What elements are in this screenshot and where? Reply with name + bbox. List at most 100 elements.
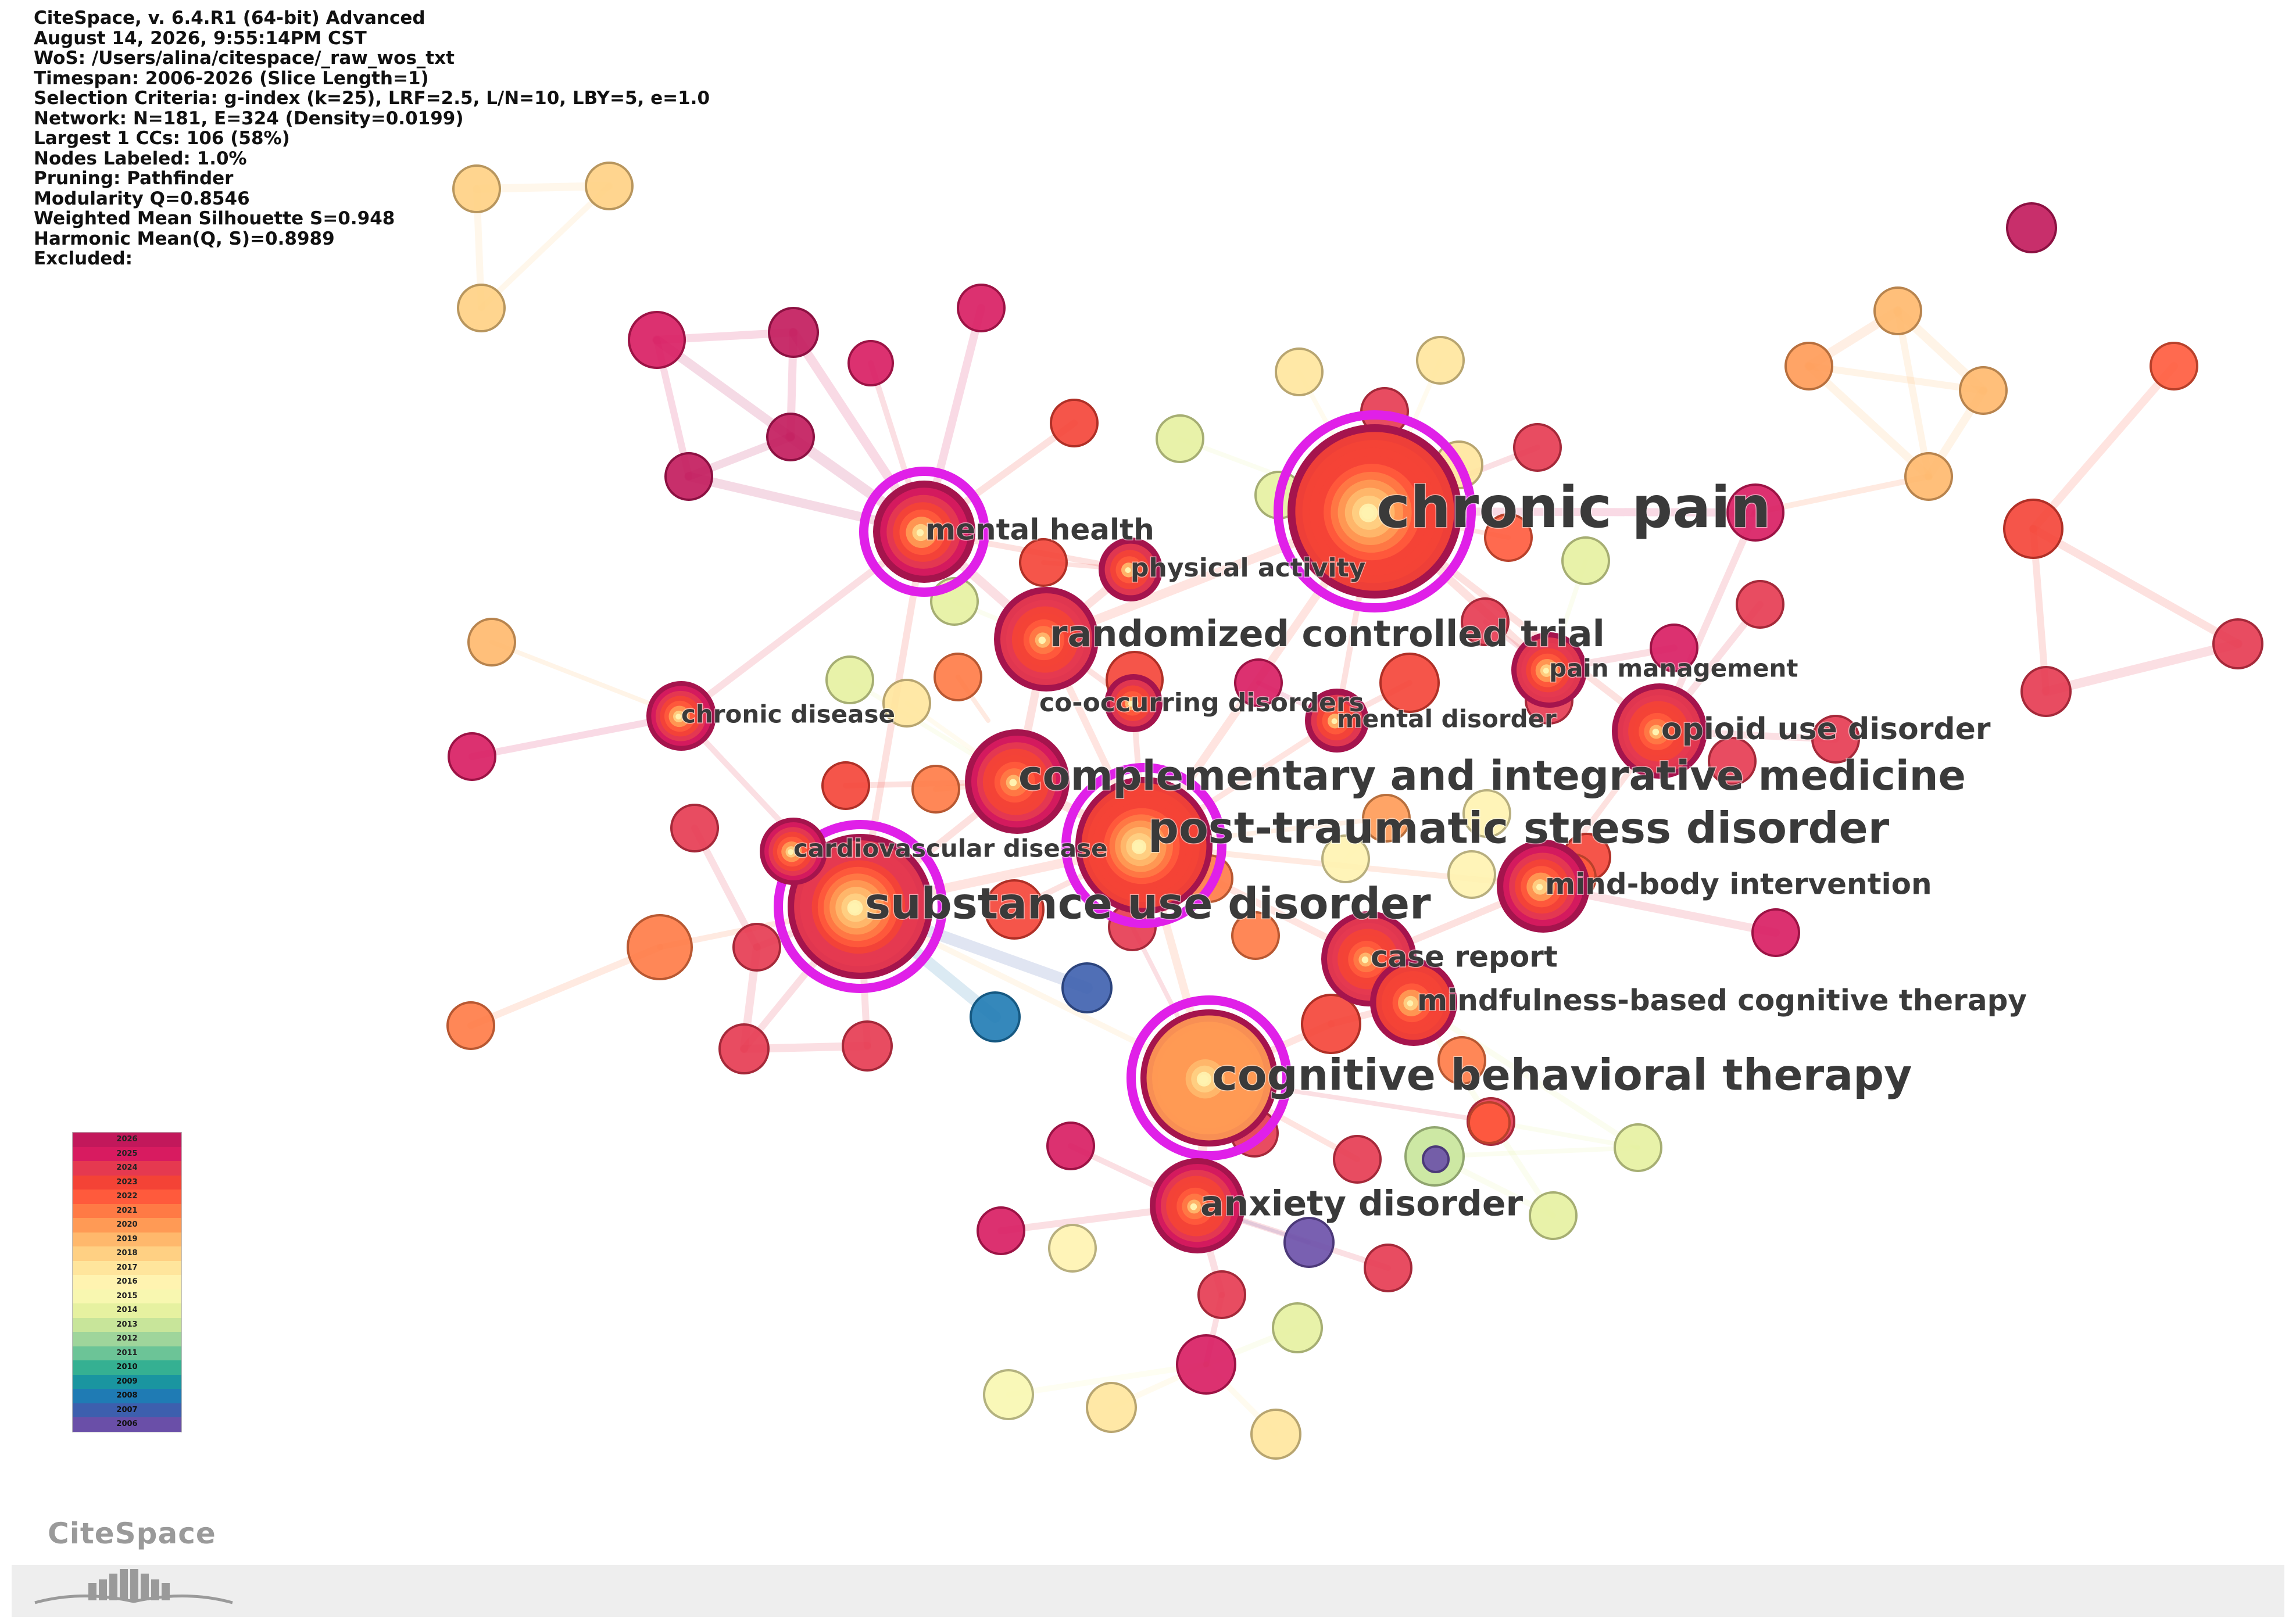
network-node[interactable] xyxy=(983,1369,1034,1420)
network-node[interactable] xyxy=(457,284,506,332)
network-node[interactable] xyxy=(448,732,496,781)
network-node[interactable] xyxy=(1046,1122,1095,1170)
node-cognitive-behavioral-therapy[interactable] xyxy=(1126,995,1292,1160)
network-node[interactable] xyxy=(1061,962,1113,1013)
network-node[interactable] xyxy=(934,653,982,701)
node-chronic-disease[interactable] xyxy=(646,681,716,751)
network-node[interactable] xyxy=(970,991,1021,1042)
network-node[interactable] xyxy=(1176,1334,1236,1395)
network-node[interactable] xyxy=(2150,342,2198,390)
network-node[interactable] xyxy=(1416,336,1465,385)
network-node[interactable] xyxy=(1437,1036,1486,1085)
network-node[interactable] xyxy=(1708,737,1757,786)
network-node[interactable] xyxy=(1272,1302,1323,1353)
network-node[interactable] xyxy=(670,804,719,852)
network-node[interactable] xyxy=(957,284,1006,332)
network-node[interactable] xyxy=(1751,908,1800,957)
network-node[interactable] xyxy=(768,307,819,358)
label-co-occurring-disorders[interactable]: co-occurring disorders xyxy=(1039,687,1365,719)
network-node[interactable] xyxy=(1873,286,1922,335)
label-post-traumatic-stress-disorder[interactable]: post-traumatic stress disorder xyxy=(1147,802,1891,854)
network-node[interactable] xyxy=(1234,658,1283,707)
network-node[interactable] xyxy=(977,1206,1025,1255)
network-node[interactable] xyxy=(627,914,693,980)
network-node[interactable] xyxy=(1561,536,1610,585)
network-node[interactable] xyxy=(1283,1217,1335,1268)
node-randomized-controlled-trial[interactable] xyxy=(994,587,1099,692)
network-node[interactable] xyxy=(1050,399,1099,447)
node-cardiovascular-disease[interactable] xyxy=(760,818,827,885)
network-node[interactable] xyxy=(1484,513,1533,562)
network-node[interactable] xyxy=(2003,499,2063,559)
network-node[interactable] xyxy=(1650,624,1698,672)
node-opioid-use-disorder[interactable] xyxy=(1612,683,1707,779)
network-node[interactable] xyxy=(1086,1382,1137,1433)
network-node[interactable] xyxy=(1468,1101,1511,1144)
label-opioid-use-disorder[interactable]: opioid use disorder xyxy=(1661,711,1992,748)
network-node[interactable] xyxy=(1811,715,1860,764)
network-node[interactable] xyxy=(628,311,686,369)
network-node[interactable] xyxy=(1250,1409,1301,1460)
network-node[interactable] xyxy=(1461,597,1510,646)
network-node[interactable] xyxy=(1019,538,1068,587)
network-node[interactable] xyxy=(1364,1244,1412,1292)
network-node[interactable] xyxy=(1231,911,1280,960)
network-node[interactable] xyxy=(1379,653,1440,713)
label-cardiovascular-disease[interactable]: cardiovascular disease xyxy=(793,833,1109,864)
label-chronic-pain[interactable]: chronic pain xyxy=(1376,474,1772,542)
network-node[interactable] xyxy=(984,879,1045,940)
network-node[interactable] xyxy=(825,655,874,704)
network-node[interactable] xyxy=(732,923,781,972)
network-node[interactable] xyxy=(467,618,516,667)
label-mindfulness-based-cognitive-therapy[interactable]: mindfulness-based cognitive therapy xyxy=(1417,983,2028,1018)
label-mind-body-intervention[interactable]: mind-body intervention xyxy=(1544,866,1933,902)
network-node[interactable] xyxy=(1726,483,1784,542)
network-node[interactable] xyxy=(1736,580,1784,629)
network-node[interactable] xyxy=(1614,1123,1662,1172)
node-post-traumatic-stress-disorder[interactable] xyxy=(1061,763,1226,928)
network-node[interactable] xyxy=(1048,1224,1097,1273)
network-node[interactable] xyxy=(766,413,815,461)
label-cognitive-behavioral-therapy[interactable]: cognitive behavioral therapy xyxy=(1211,1049,1913,1101)
network-node[interactable] xyxy=(1362,794,1411,843)
network-node[interactable] xyxy=(1904,452,1953,501)
node-mindfulness-based-cognitive-therapy[interactable] xyxy=(1370,959,1457,1046)
label-complementary-and-integrative-medicine[interactable]: complementary and integrative medicine xyxy=(1018,751,1967,801)
label-mental-disorder[interactable]: mental disorder xyxy=(1336,704,1558,734)
node-mental-disorder[interactable] xyxy=(1305,689,1369,753)
network-node[interactable] xyxy=(911,765,960,814)
node-mental-health[interactable] xyxy=(859,467,989,597)
node-physical-activity[interactable] xyxy=(1099,538,1163,601)
node-chronic-pain[interactable] xyxy=(1274,410,1476,612)
network-node[interactable] xyxy=(821,761,870,810)
network-node[interactable] xyxy=(1422,1145,1450,1173)
network-node[interactable] xyxy=(585,162,634,210)
network-node[interactable] xyxy=(1784,342,1833,390)
network-node[interactable] xyxy=(1462,789,1511,838)
network-node[interactable] xyxy=(1447,850,1496,899)
label-pain-management[interactable]: pain management xyxy=(1548,653,1799,683)
network-node[interactable] xyxy=(1333,1135,1382,1184)
network-node[interactable] xyxy=(2006,202,2057,253)
network-node[interactable] xyxy=(842,1020,893,1072)
label-mental-health[interactable]: mental health xyxy=(925,512,1156,547)
network-node[interactable] xyxy=(1321,834,1370,883)
network-node[interactable] xyxy=(446,1001,495,1050)
network-node[interactable] xyxy=(2212,618,2263,669)
label-physical-activity[interactable]: physical activity xyxy=(1130,553,1367,584)
label-substance-use-disorder[interactable]: substance use disorder xyxy=(864,878,1432,930)
node-substance-use-disorder[interactable] xyxy=(774,820,947,993)
label-randomized-controlled-trial[interactable]: randomized controlled trial xyxy=(1049,612,1606,656)
network-node[interactable] xyxy=(1959,366,2008,415)
network-node[interactable] xyxy=(1275,347,1324,396)
network-node[interactable] xyxy=(2020,666,2072,717)
network-node[interactable] xyxy=(452,164,501,213)
node-complementary-and-integrative-medicine[interactable] xyxy=(965,729,1070,834)
network-node[interactable] xyxy=(1156,414,1204,463)
network-node[interactable] xyxy=(847,340,894,386)
network-node[interactable] xyxy=(1529,1191,1578,1240)
network-node[interactable] xyxy=(664,452,713,501)
node-mind-body-intervention[interactable] xyxy=(1497,840,1590,933)
label-chronic-disease[interactable]: chronic disease xyxy=(681,699,896,729)
